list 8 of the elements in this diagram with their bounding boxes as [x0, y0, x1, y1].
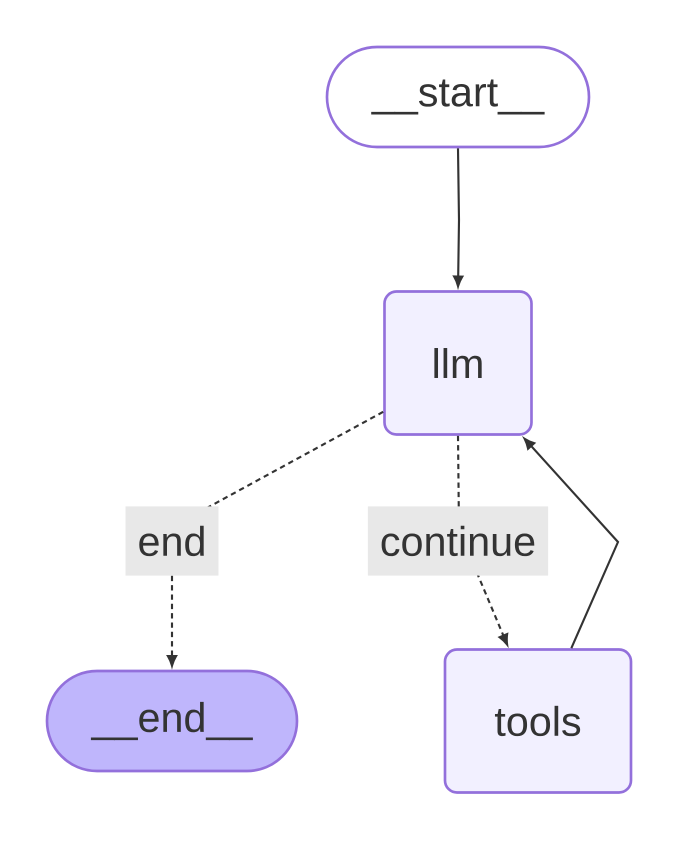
process-box: tools [444, 648, 632, 794]
arrow [524, 438, 620, 649]
edge-label: continue [368, 506, 548, 576]
process-box: llm [383, 290, 533, 436]
edge-label: end [126, 506, 218, 576]
arrow [453, 148, 464, 288]
start-terminal: __start__ [326, 46, 590, 148]
end-terminal: __end__ [46, 670, 298, 772]
